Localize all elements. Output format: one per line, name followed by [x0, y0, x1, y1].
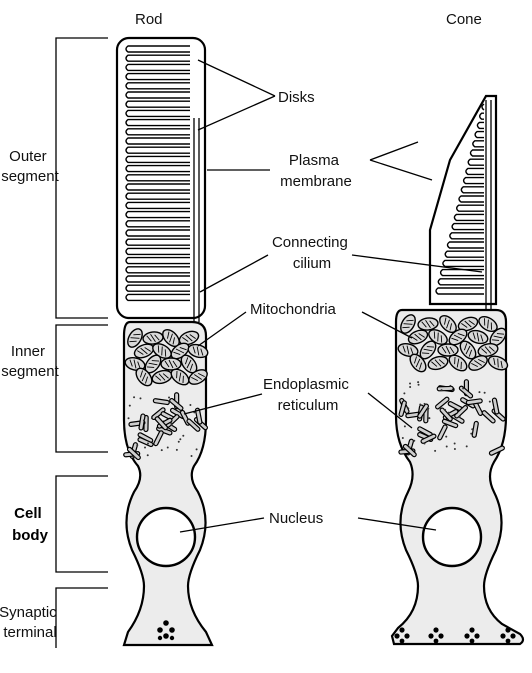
disks-label: Disks: [278, 89, 315, 106]
er-granule: [409, 446, 411, 448]
er-granule: [424, 403, 426, 405]
inner-segment-bracket: [56, 325, 108, 452]
cell-body-bracket: [56, 476, 108, 572]
er-granule: [404, 425, 406, 427]
er-granule: [409, 383, 411, 385]
er-granule: [196, 448, 198, 450]
inner-segment-label: Inner segment: [1, 343, 59, 380]
er-granule: [139, 397, 141, 399]
cone-nucleus: [423, 508, 481, 566]
synaptic-terminal-bracket: [56, 588, 108, 648]
er-granule: [418, 384, 420, 386]
er-granule: [466, 445, 468, 447]
er-granule: [484, 392, 486, 394]
endoplasmic-reticulum-label: Endoplasmic reticulum: [263, 376, 353, 414]
synaptic-terminal-label: Synaptic terminal: [0, 604, 61, 641]
plasma-membrane-label: Plasma membrane: [280, 152, 352, 190]
er-granule: [403, 392, 405, 394]
er-granule: [459, 416, 461, 418]
rod-cell: [117, 38, 212, 645]
er-granule: [462, 387, 464, 389]
er-granule: [189, 404, 191, 406]
er-granule: [428, 417, 430, 419]
disks-leader: [198, 60, 275, 130]
er-granule: [424, 442, 426, 444]
mitochondrion: [161, 358, 181, 370]
er-granule: [454, 442, 456, 444]
region-brackets: [56, 38, 108, 648]
er-granule: [167, 447, 169, 449]
er-granule: [444, 409, 446, 411]
plasma-membrane-leader-cone: [370, 142, 432, 180]
er-granule: [454, 448, 456, 450]
er-granule: [427, 408, 429, 410]
er-granule: [170, 424, 172, 426]
connecting-cilium-leader-rod: [200, 255, 268, 292]
er-fragment: [437, 386, 453, 390]
cone-cell: [392, 96, 523, 644]
er-granule: [448, 412, 450, 414]
er-granule: [182, 435, 184, 437]
rod-title: Rod: [135, 11, 163, 28]
er-granule: [478, 391, 480, 393]
outer-segment-bracket: [56, 38, 108, 318]
er-granule: [151, 417, 153, 419]
mitochondria-label: Mitochondria: [250, 301, 337, 318]
er-granule: [402, 437, 404, 439]
er-granule: [470, 433, 472, 435]
er-granule: [147, 443, 149, 445]
er-granule: [161, 449, 163, 451]
er-granule: [170, 422, 172, 424]
er-granule: [489, 401, 491, 403]
er-granule: [471, 428, 473, 430]
er-granule: [133, 396, 135, 398]
er-granule: [178, 441, 180, 443]
er-granule: [136, 444, 138, 446]
er-granule: [449, 385, 451, 387]
er-granule: [128, 417, 130, 419]
mitochondrion: [438, 344, 458, 356]
cone-mitochondria: [397, 312, 510, 374]
er-granule: [143, 419, 145, 421]
er-granule: [441, 389, 443, 391]
er-granule: [434, 450, 436, 452]
er-granule: [147, 454, 149, 456]
er-granule: [191, 455, 193, 457]
nucleus-label: Nucleus: [269, 510, 323, 527]
rod-nucleus: [137, 508, 195, 566]
er-granule: [446, 446, 448, 448]
er-granule: [134, 456, 136, 458]
connecting-cilium-label: Connecting cilium: [272, 234, 352, 272]
er-granule: [168, 396, 170, 398]
er-granule: [409, 386, 411, 388]
er-granule: [129, 405, 131, 407]
er-granule: [417, 381, 419, 383]
er-granule: [176, 449, 178, 451]
er-granule: [445, 436, 447, 438]
er-granule: [144, 446, 146, 448]
cell-body-label: Cell body: [12, 505, 48, 544]
cone-title: Cone: [446, 11, 482, 28]
outer-segment-label: Outer segment: [1, 148, 59, 185]
er-granule: [419, 403, 421, 405]
er-granule: [407, 407, 409, 409]
er-granule: [413, 440, 415, 442]
er-granule: [179, 438, 181, 440]
